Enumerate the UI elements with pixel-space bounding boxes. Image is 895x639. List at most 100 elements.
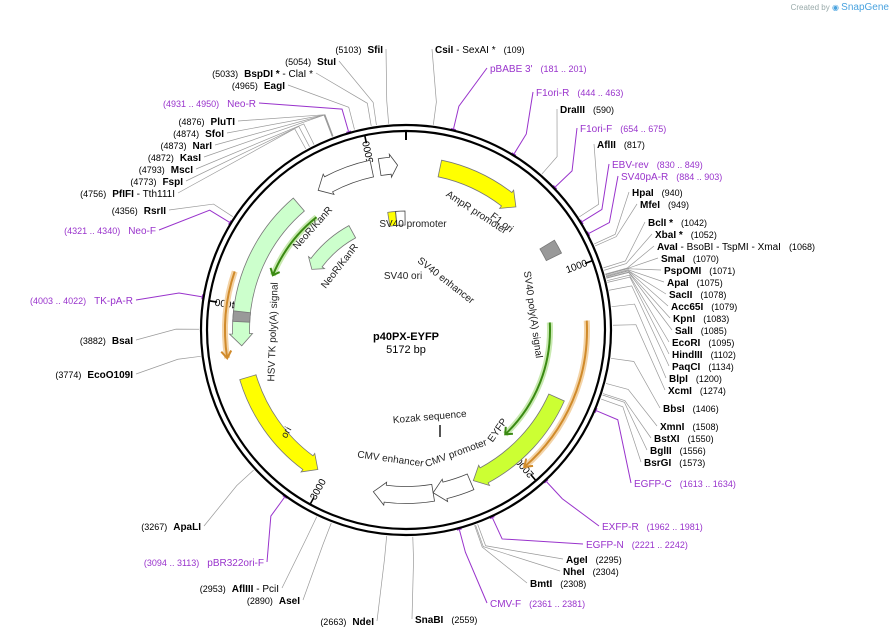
site-num: (1068): [789, 242, 815, 252]
primer-name: Neo-R: [227, 99, 256, 110]
restriction-site-label: (2663)NdeI: [320, 617, 374, 628]
restriction-site-label: (3882)BsaI: [80, 336, 133, 347]
primer-range: (2221 .. 2242): [632, 540, 688, 550]
leader-line: [601, 398, 642, 463]
primer-label: (4321 .. 4340)Neo-F: [64, 226, 156, 237]
leader-line: [203, 114, 333, 158]
orf-arrows: [220, 214, 590, 470]
site-name: AflIII: [232, 584, 254, 595]
primer-range: (1613 .. 1634): [680, 479, 736, 489]
site-num: (2953): [200, 584, 226, 594]
leader-line: [185, 126, 310, 182]
site-num: (949): [668, 200, 689, 210]
leader-line: [281, 516, 318, 589]
site-name: BglII: [650, 446, 672, 457]
primer-range: (884 .. 903): [676, 172, 722, 182]
leader-line: [541, 108, 558, 175]
feature-label: SV40 poly(A) signal: [521, 270, 544, 359]
primer-range: (1962 .. 1981): [647, 522, 703, 532]
site-name: StuI: [317, 57, 336, 68]
primer-name: EBV-rev: [612, 160, 649, 171]
feature-label: SV40 enhancer: [415, 255, 477, 307]
leader-line: [258, 102, 349, 132]
site-num: (817): [624, 140, 645, 150]
orf-arrowhead: [522, 458, 534, 469]
site-name: AflII: [597, 140, 616, 151]
site-name: NdeI: [352, 617, 374, 628]
site-name: KpnI: [673, 314, 695, 325]
restriction-site-label: BsrGI(1573): [644, 458, 705, 469]
site-num: (1042): [681, 218, 707, 228]
site-name: SfiI: [367, 45, 383, 56]
orf-arrowhead: [220, 350, 233, 360]
restriction-site-label: EcoRI(1095): [672, 338, 734, 349]
leader-line: [177, 128, 307, 194]
leader-line: [453, 67, 488, 129]
restriction-site-label: XbaI *(1052): [655, 230, 717, 241]
site-name: PfIFI: [112, 189, 134, 200]
site-num: (1508): [692, 422, 718, 432]
primer-name: CMV-F: [490, 599, 521, 610]
site-num: (1200): [696, 374, 722, 384]
site-name: NheI: [563, 567, 585, 578]
feature-arrow: [307, 225, 357, 270]
site-num: (1406): [693, 404, 719, 414]
site-name: FspI: [162, 177, 183, 188]
primer-name: SV40pA-R: [621, 172, 668, 183]
backbone-outer-strand: [199, 123, 613, 537]
restriction-site-label: BclI * (1042): [648, 218, 707, 229]
restriction-site-label: (4793) MscI: [139, 165, 193, 176]
leader-line: [474, 525, 528, 584]
site-name: PspOMI: [664, 266, 701, 277]
restriction-site-label: SalI(1085): [675, 326, 727, 337]
restriction-site-label: DraIII(590): [560, 105, 614, 116]
primer-label: (4003 .. 4022)TK-pA-R: [30, 296, 133, 307]
primer-labels: pBABE 3'(181 .. 201)F1ori-R(444 .. 463)F…: [30, 64, 736, 610]
site-name: BsaI: [112, 336, 133, 347]
restriction-site-label: BstXI(1550): [654, 434, 714, 445]
site-num: (4793): [139, 165, 165, 175]
backbone-inner-strand: [205, 129, 607, 531]
site-name: MscI: [171, 165, 193, 176]
leader-line: [135, 292, 202, 301]
plasmid-length: 5172 bp: [386, 344, 426, 356]
site-num: (1134): [708, 362, 733, 372]
site-name: BclI *: [648, 218, 673, 229]
leader-line: [605, 268, 662, 276]
site-num: (2559): [451, 615, 477, 625]
feature-arrow: [377, 152, 399, 179]
restriction-site-label: NheI(2304): [563, 567, 619, 578]
restriction-site-label: (4773)FspI: [130, 177, 183, 188]
site-name: XbaI *: [655, 230, 683, 241]
restriction-site-label: KpnI(1083): [673, 314, 729, 325]
orf-arrow: [523, 320, 588, 468]
primer-label: CMV-F (2361 .. 2381): [490, 599, 585, 610]
site-num: (4874): [173, 129, 199, 139]
feature-arrow: [239, 374, 319, 473]
leader-line: [582, 163, 610, 222]
feature-label: ori: [279, 425, 294, 440]
leader-line: [606, 271, 671, 319]
site-name: HpaI: [632, 188, 654, 199]
site-name: CsiI: [435, 45, 454, 56]
primer-range: (2361 .. 2381): [529, 599, 585, 609]
site-name: XmnI: [660, 422, 685, 433]
site-num: (1070): [693, 254, 719, 264]
feature-arrow: [232, 310, 251, 323]
site-num: (2295): [596, 555, 622, 565]
site-num: (1573): [679, 458, 705, 468]
feature-arrow: [472, 393, 565, 487]
restriction-site-label: (3267)ApaLI: [141, 522, 201, 533]
restriction-site-label: (4874)SfoI: [173, 129, 224, 140]
site-num: (1079): [711, 302, 737, 312]
restriction-site-label: (5103)SfiI: [335, 45, 383, 56]
leader-line: [237, 114, 334, 137]
leader-line: [376, 536, 388, 622]
site-num: (1095): [708, 338, 734, 348]
feature-arrow: [437, 159, 517, 209]
primer-range: (830 .. 849): [657, 160, 703, 170]
site-name: HindIII: [672, 350, 703, 361]
leader-line: [477, 524, 564, 560]
restriction-site-label: AgeI(2295): [566, 555, 622, 566]
